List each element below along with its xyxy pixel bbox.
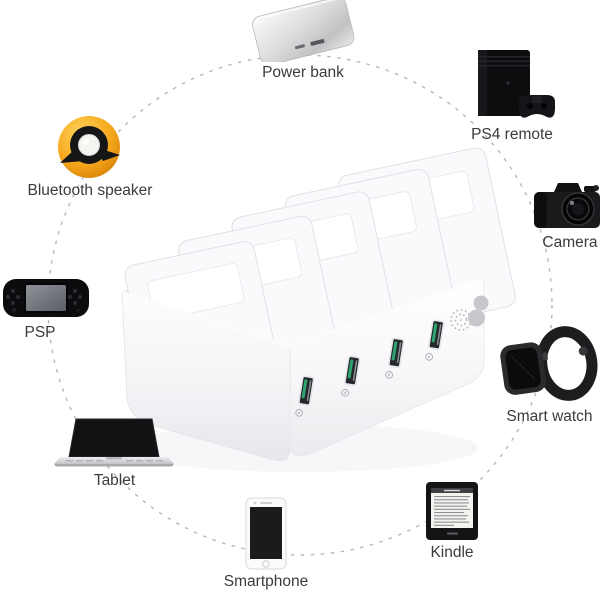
ps4-console-controller-icon <box>478 50 555 118</box>
psp-handheld-icon <box>3 279 89 317</box>
bluetooth-speaker-icon <box>58 116 120 178</box>
kindle-ereader-icon <box>426 482 478 540</box>
device-label: Kindle <box>430 544 474 561</box>
side-button <box>468 295 489 327</box>
device-ps4-remote: PS4 remote <box>452 46 572 144</box>
device-label: PSP <box>24 324 56 341</box>
device-label: Tablet <box>93 472 136 489</box>
power-bank-icon <box>252 0 355 62</box>
device-label: Power bank <box>262 64 344 81</box>
device-label: Camera <box>542 234 598 251</box>
station-left-face <box>121 291 291 462</box>
device-kindle: Kindle <box>410 480 494 562</box>
smartphone-icon <box>245 497 287 570</box>
device-bluetooth-speaker: Bluetooth speaker <box>8 114 172 200</box>
device-psp: PSP <box>0 276 92 342</box>
device-power-bank: Power bank <box>233 0 373 82</box>
device-label: Smartphone <box>223 573 309 590</box>
device-label: Smart watch <box>506 408 593 425</box>
device-smartphone: Smartphone <box>224 497 308 591</box>
device-label: Bluetooth speaker <box>27 182 153 199</box>
dslr-camera-icon <box>534 183 600 228</box>
device-tablet: Tablet <box>42 416 187 490</box>
smart-watch-icon <box>500 326 598 401</box>
laptop-icon <box>54 418 174 467</box>
device-label: PS4 remote <box>471 126 553 143</box>
device-camera: Camera <box>520 178 600 252</box>
device-smart-watch: Smart watch <box>492 326 600 426</box>
